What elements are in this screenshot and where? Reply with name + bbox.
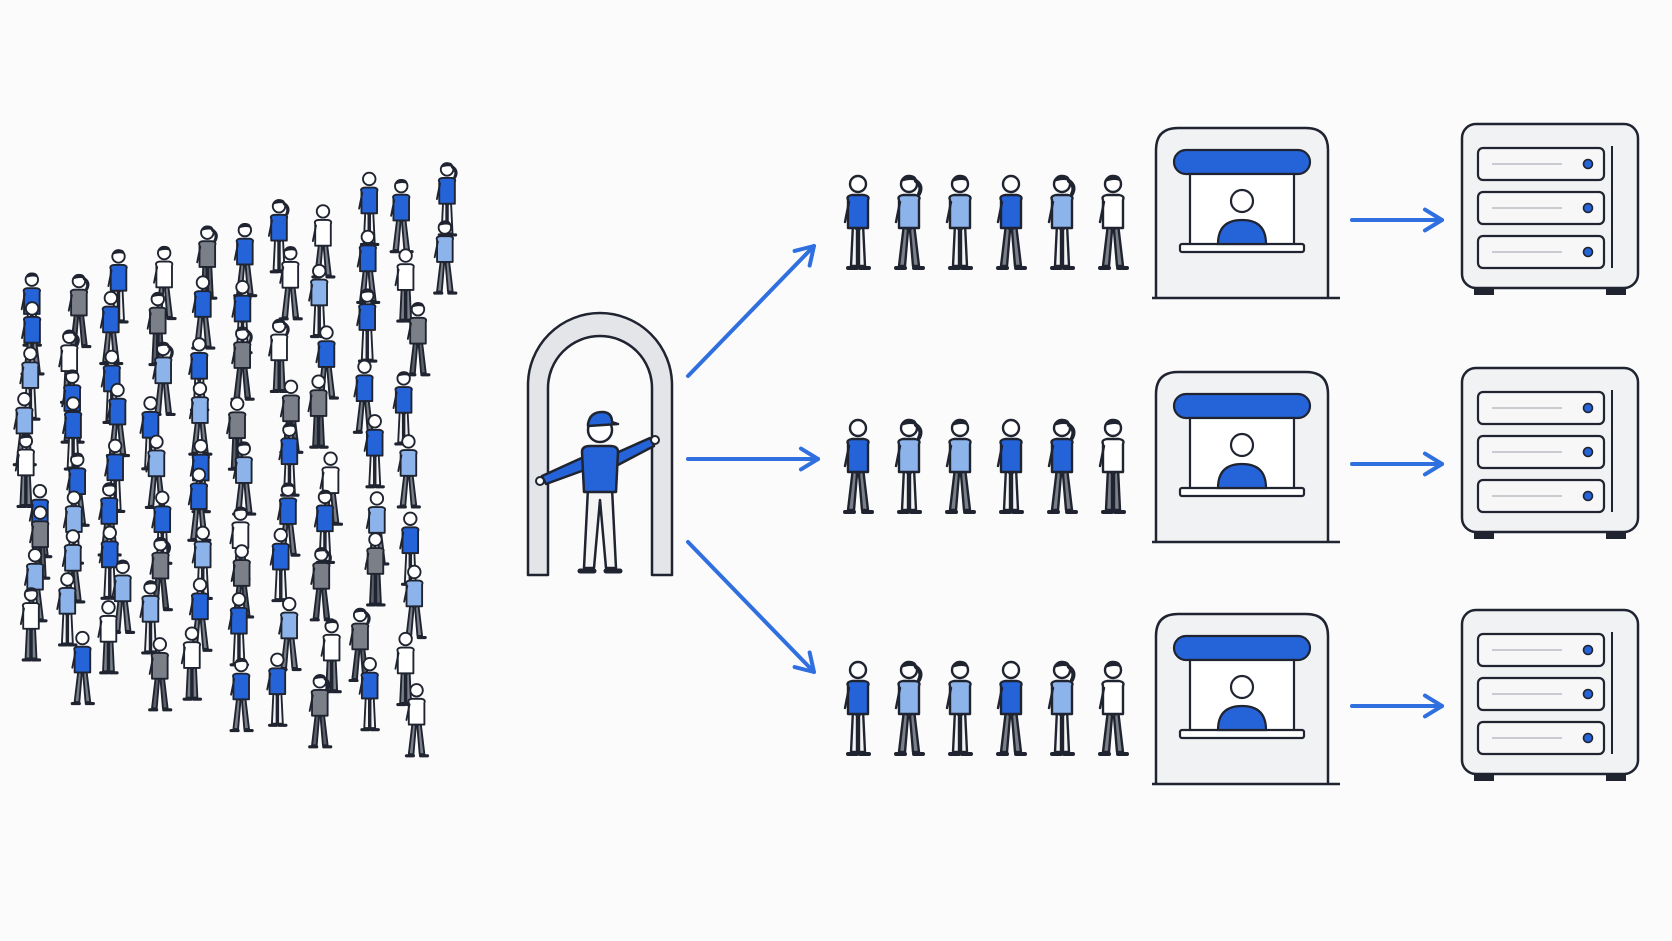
queue — [843, 418, 1126, 514]
queue-lane — [843, 122, 1640, 300]
service-booth-icon — [1152, 126, 1340, 300]
crowd-person-icon — [358, 656, 380, 732]
queue-person-icon — [894, 418, 923, 514]
queue-person-icon — [945, 418, 976, 514]
clerk-person-icon — [1216, 462, 1268, 490]
queue-person-icon — [1098, 174, 1129, 270]
queue-person-icon — [843, 660, 871, 756]
crowd-person-icon — [392, 371, 414, 446]
crowd-person-icon — [404, 683, 430, 758]
queue-person-icon — [843, 174, 871, 270]
status-light — [1582, 446, 1594, 458]
queue-lane — [843, 608, 1640, 786]
status-light — [1582, 402, 1594, 414]
crowd-person-icon — [233, 222, 258, 298]
arrow-right-icon — [686, 244, 816, 378]
crowd-group — [12, 162, 458, 758]
crowd-person-icon — [139, 580, 161, 655]
crowd-person-icon — [277, 596, 302, 672]
status-light — [1582, 688, 1594, 700]
queue-person-icon — [1098, 418, 1126, 514]
queue-person-icon — [996, 418, 1024, 514]
crowd-person-icon — [230, 326, 255, 401]
arrow-right-icon — [1350, 207, 1444, 233]
crowd-person-icon — [67, 273, 92, 349]
queue-person-icon — [1047, 418, 1078, 514]
queue-person-icon — [996, 174, 1027, 270]
crowd-person-icon — [70, 630, 95, 706]
service-booth-icon — [1152, 370, 1340, 544]
status-light — [1582, 732, 1594, 744]
clerk-person-icon — [1216, 704, 1268, 732]
queue — [843, 660, 1129, 756]
arrow-right-icon — [1350, 693, 1444, 719]
crowd-person-icon — [269, 527, 291, 603]
crowd-person-icon — [14, 433, 36, 509]
queue-person-icon — [894, 660, 925, 756]
clerk-person-icon — [1216, 218, 1268, 246]
status-light — [1582, 202, 1594, 214]
crowd-person-icon — [406, 302, 431, 377]
queue — [843, 174, 1129, 270]
crowd-person-icon — [363, 414, 385, 489]
crowd-person-icon — [110, 559, 136, 634]
service-booth-icon — [1152, 612, 1340, 786]
crowd-person-icon — [396, 434, 421, 509]
crowd-person-icon — [19, 587, 42, 662]
queue-person-icon — [843, 418, 874, 514]
queue-person-icon — [1047, 174, 1076, 270]
crowd-person-icon — [267, 199, 290, 274]
crowd-person-icon — [433, 220, 458, 295]
status-light — [1582, 246, 1594, 258]
crowd-person-icon — [352, 359, 377, 434]
crowd-person-icon — [97, 600, 119, 675]
arrow-right-icon — [686, 540, 816, 674]
queue-lanes — [843, 122, 1640, 786]
crowd-person-icon — [309, 547, 334, 622]
crowd-person-icon — [311, 204, 336, 279]
queue-person-icon — [1047, 660, 1076, 756]
crowd-person-icon — [229, 657, 254, 733]
queue-person-icon — [945, 174, 973, 270]
queue-person-icon — [1098, 660, 1129, 756]
crowd-person-icon — [364, 532, 386, 607]
crowd-person-icon — [266, 652, 288, 727]
queue-person-icon — [945, 660, 973, 756]
crowd-person-icon — [307, 374, 329, 449]
crowd-person-icon — [402, 564, 427, 640]
crowd-person-icon — [308, 674, 333, 749]
crowd-person-icon — [232, 441, 257, 516]
status-light — [1582, 644, 1594, 656]
crowd-person-icon — [56, 572, 78, 647]
crowd-person-icon — [180, 626, 203, 701]
crowd-person-icon — [148, 637, 173, 712]
status-light — [1582, 158, 1594, 170]
crowd-person-icon — [268, 318, 290, 394]
server-rack-icon — [1460, 608, 1640, 781]
arrow-right-icon — [1350, 451, 1444, 477]
crowd-person-icon — [389, 178, 414, 254]
queue-person-icon — [996, 660, 1027, 756]
routing-arrows — [686, 244, 820, 674]
gatekeeper-person-icon — [535, 410, 660, 574]
crowd-person-icon — [99, 290, 124, 366]
status-light — [1582, 490, 1594, 502]
archway-frame — [526, 311, 674, 577]
server-rack-icon — [1460, 366, 1640, 539]
crowd-person-icon — [230, 544, 255, 619]
gatekeeper-arch — [526, 311, 674, 577]
arrow-right-icon — [686, 446, 820, 472]
queue-lane — [843, 366, 1640, 544]
crowd-person-icon — [278, 246, 303, 321]
queue-person-icon — [894, 174, 925, 270]
server-rack-icon — [1460, 122, 1640, 295]
crowd-person-icon — [394, 248, 416, 323]
